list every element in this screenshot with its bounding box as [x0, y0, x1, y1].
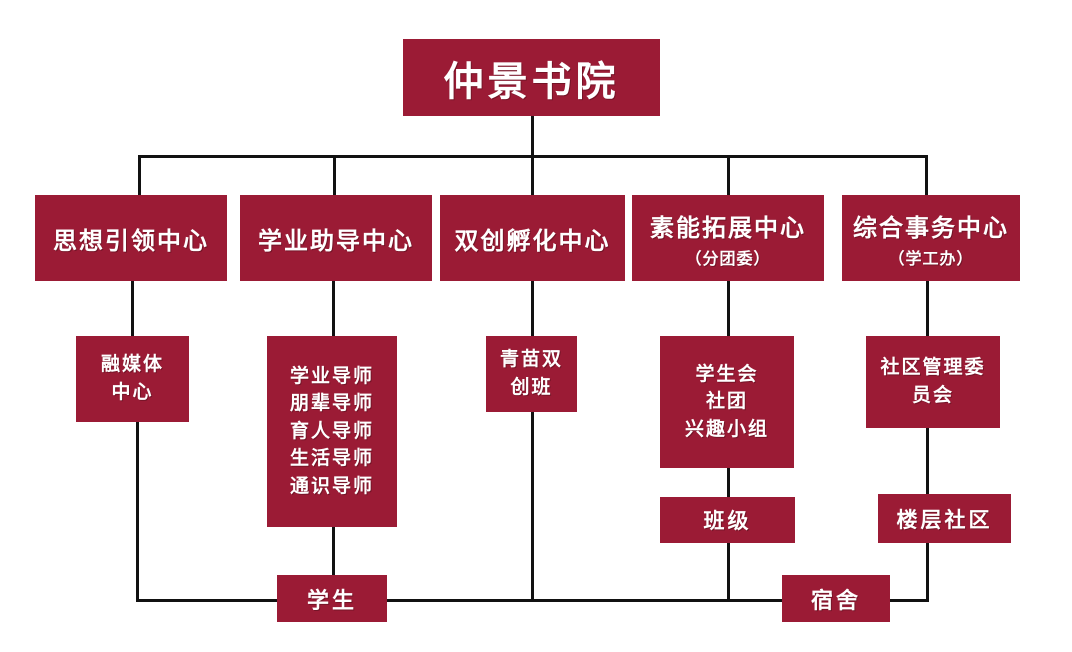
connector-qingmiao-down-rail	[531, 412, 534, 602]
node-unit-media-center[interactable]: 融媒体 中心	[76, 336, 189, 422]
connector-innovation-to-qingmiao	[531, 280, 534, 336]
connector-media-down-rail	[136, 422, 139, 602]
connector-quality-to-studentorgs	[727, 280, 730, 336]
connector-affairs-to-committee	[926, 280, 929, 336]
node-class-label: 班级	[703, 509, 752, 533]
node-unit-community-committee-line-1: 员会	[911, 384, 954, 406]
connector-studentorgs-to-class	[727, 468, 730, 498]
node-unit-mentors-line-1: 朋辈导师	[289, 392, 374, 415]
connector-bus-to-innovation	[531, 155, 534, 197]
node-root-academy[interactable]: 仲景书院	[403, 39, 660, 116]
node-center-quality-label: 素能拓展中心	[650, 213, 806, 242]
connector-students-to-qingmiao-rail	[381, 599, 533, 602]
node-center-quality[interactable]: 素能拓展中心 （分团委）	[632, 195, 824, 281]
node-unit-student-orgs-line-0: 学生会	[695, 362, 759, 385]
node-unit-mentors-line-4: 通识导师	[289, 474, 374, 497]
connector-bus-to-quality	[727, 155, 730, 197]
node-unit-mentors-line-2: 育人导师	[289, 419, 374, 442]
connector-ideology-to-media	[131, 280, 134, 336]
node-root-label: 仲景书院	[443, 58, 620, 105]
connector-bus-to-affairs	[925, 155, 928, 197]
connector-bus-to-academic	[333, 155, 336, 197]
node-center-ideology-label: 思想引领中心	[53, 226, 209, 255]
node-unit-qingmiao-class[interactable]: 青苗双 创班	[486, 336, 577, 412]
connector-academic-to-mentors	[332, 280, 335, 336]
node-class[interactable]: 班级	[660, 497, 795, 543]
node-students[interactable]: 学生	[277, 575, 387, 622]
connector-root-stem	[531, 115, 534, 157]
node-dormitory[interactable]: 宿舍	[782, 575, 890, 622]
connector-class-rail-to-dorm	[531, 599, 787, 602]
connector-bus-to-ideology	[138, 155, 141, 197]
node-center-innovation-label: 双创孵化中心	[454, 226, 611, 255]
node-dormitory-label: 宿舍	[810, 588, 861, 614]
node-floor-community-label: 楼层社区	[896, 507, 993, 532]
node-unit-media-center-line-1: 中心	[111, 381, 154, 403]
node-center-ideology[interactable]: 思想引领中心	[35, 195, 227, 281]
node-unit-qingmiao-line-0: 青苗双	[499, 348, 563, 371]
node-unit-mentors[interactable]: 学业导师 朋辈导师 育人导师 生活导师 通识导师	[267, 336, 397, 527]
connector-floor-rail-to-dorm	[884, 599, 929, 602]
node-center-quality-sublabel: （分团委）	[685, 248, 771, 268]
node-unit-student-orgs[interactable]: 学生会 社团 兴趣小组	[660, 336, 794, 468]
node-unit-qingmiao-line-1: 创班	[510, 376, 553, 398]
node-center-academic[interactable]: 学业助导中心	[240, 195, 432, 281]
connector-mentors-to-students	[332, 527, 335, 577]
node-unit-mentors-line-0: 学业导师	[289, 364, 374, 387]
node-center-affairs-label: 综合事务中心	[853, 213, 1009, 242]
node-unit-media-center-line-0: 融媒体	[100, 353, 164, 376]
node-unit-community-committee-line-0: 社区管理委	[880, 356, 986, 379]
node-unit-student-orgs-line-1: 社团	[705, 390, 748, 413]
connector-committee-to-floor	[926, 428, 929, 494]
node-floor-community[interactable]: 楼层社区	[878, 494, 1011, 543]
connector-floor-down-rail	[926, 543, 929, 602]
node-center-innovation[interactable]: 双创孵化中心	[440, 195, 625, 281]
node-center-academic-label: 学业助导中心	[258, 226, 414, 255]
node-unit-student-orgs-line-2: 兴趣小组	[684, 417, 769, 440]
connector-class-down-rail	[727, 543, 730, 602]
connector-media-rail-to-students	[136, 599, 282, 602]
node-center-affairs-sublabel: （学工办）	[888, 248, 974, 268]
node-unit-community-committee[interactable]: 社区管理委 员会	[866, 336, 1000, 428]
node-unit-mentors-line-3: 生活导师	[289, 447, 374, 470]
node-center-affairs[interactable]: 综合事务中心 （学工办）	[842, 195, 1020, 281]
node-students-label: 学生	[306, 588, 357, 614]
